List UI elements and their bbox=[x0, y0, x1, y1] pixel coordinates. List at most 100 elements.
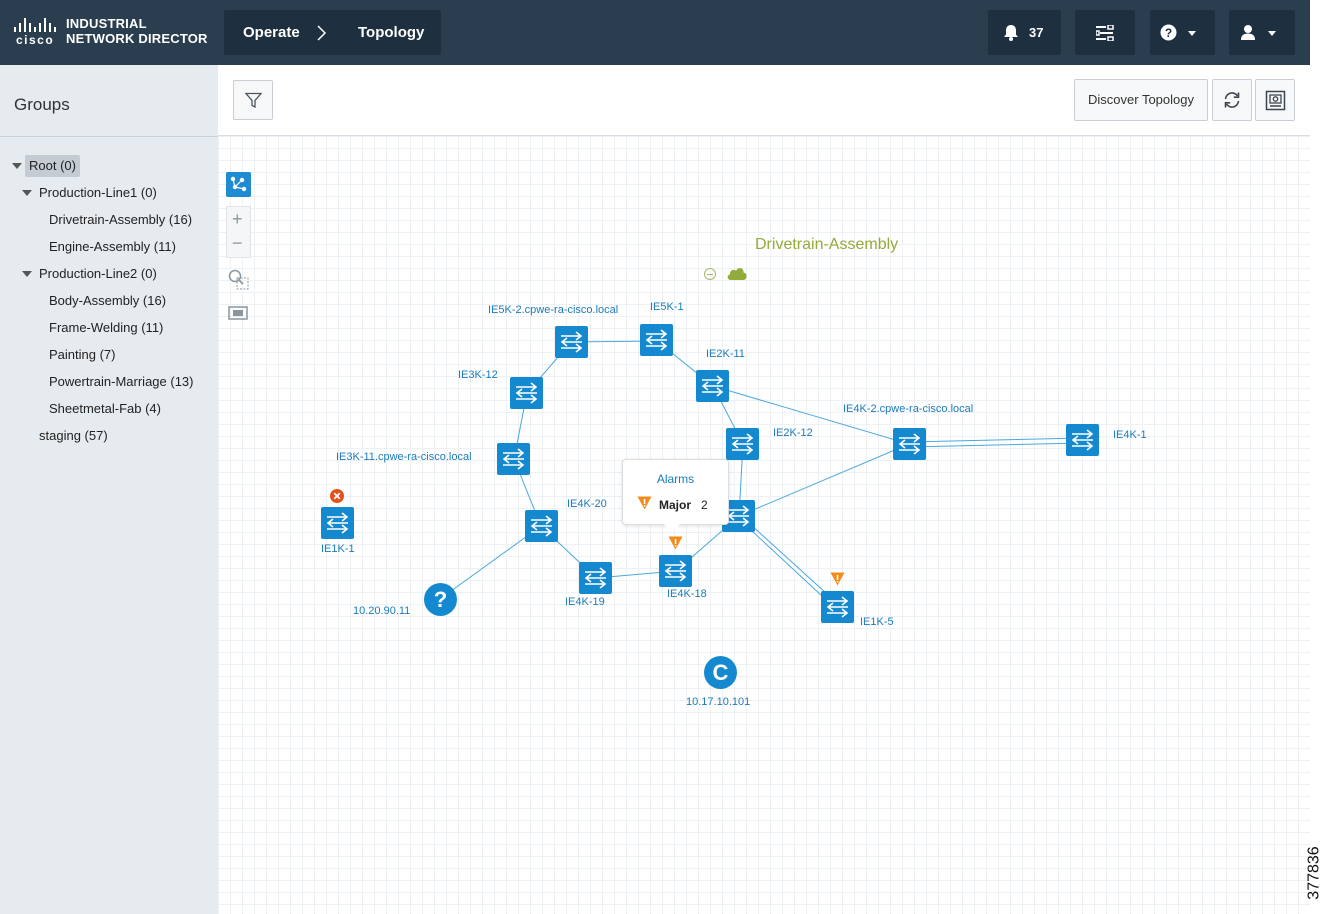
switch-icon bbox=[515, 382, 538, 404]
alarms-button[interactable]: 37 bbox=[988, 10, 1061, 55]
switch-node-ie4k20[interactable] bbox=[525, 510, 558, 542]
filter-icon bbox=[245, 92, 262, 109]
switch-icon bbox=[560, 331, 583, 353]
switch-node-ie4k1[interactable] bbox=[1066, 424, 1099, 456]
zoom-out-button[interactable]: − bbox=[232, 233, 243, 253]
switch-node-ie1k1[interactable] bbox=[321, 507, 354, 539]
tree-item-label: Drivetrain-Assembly (16) bbox=[49, 212, 193, 227]
switch-node-ie5k1[interactable] bbox=[640, 324, 673, 356]
switch-icon bbox=[664, 560, 687, 582]
switch-icon bbox=[731, 433, 754, 455]
zoom-selection-icon[interactable] bbox=[227, 268, 249, 290]
switch-icon bbox=[826, 596, 849, 618]
tree-item-drivetrain-assembly[interactable]: Drivetrain-Assembly (16) bbox=[49, 209, 192, 231]
figure-code: 377836 bbox=[1306, 840, 1333, 910]
figure-code-text: 377836 bbox=[1305, 846, 1323, 900]
popup-pointer bbox=[664, 524, 680, 532]
user-menu-button[interactable] bbox=[1229, 10, 1295, 55]
help-icon: ? bbox=[1160, 24, 1177, 41]
fit-to-screen-icon[interactable] bbox=[227, 302, 249, 324]
brand-name: cisco bbox=[16, 33, 55, 47]
top-navigation-bar: cisco INDUSTRIAL NETWORK DIRECTOR Operat… bbox=[0, 0, 1310, 65]
breadcrumb-topology[interactable]: Topology bbox=[358, 24, 425, 41]
tree-item-label: Engine-Assembly (11) bbox=[49, 239, 176, 254]
major-alarm-icon[interactable] bbox=[830, 572, 845, 586]
node-label: IE2K-12 bbox=[773, 427, 813, 439]
caret-down-icon[interactable] bbox=[22, 190, 32, 196]
caret-down-icon[interactable] bbox=[12, 163, 22, 169]
topology-canvas[interactable]: + − Drivetrain-Assembly ? C IE5K-2.cpwe-… bbox=[218, 136, 1310, 914]
switch-node-ie4k2[interactable] bbox=[893, 428, 926, 460]
switch-icon bbox=[502, 448, 525, 470]
switch-node-ie4k19[interactable] bbox=[579, 562, 612, 594]
tree-item-painting[interactable]: Painting (7) bbox=[49, 344, 115, 366]
node-label: IE5K-1 bbox=[650, 301, 684, 313]
switch-node-ie2k12[interactable] bbox=[726, 428, 759, 460]
switch-icon bbox=[701, 375, 724, 397]
alarms-popup: Alarms Major 2 bbox=[622, 459, 729, 525]
sidebar-title: Groups bbox=[14, 95, 70, 114]
discover-topology-button[interactable]: Discover Topology bbox=[1074, 79, 1208, 121]
switch-icon bbox=[727, 505, 750, 527]
tree-item-frame-welding[interactable]: Frame-Welding (11) bbox=[49, 317, 163, 339]
major-alarm-icon bbox=[637, 496, 652, 510]
switch-icon bbox=[326, 512, 349, 534]
layout-button[interactable] bbox=[226, 172, 251, 197]
tree-item-label: Sheetmetal-Fab (4) bbox=[49, 401, 161, 416]
breadcrumb-operate[interactable]: Operate bbox=[243, 24, 300, 41]
node-label: IE4K-20 bbox=[567, 498, 607, 510]
divider bbox=[0, 136, 218, 137]
popup-title: Alarms bbox=[656, 472, 695, 486]
switch-icon bbox=[898, 433, 921, 455]
controller-device-icon[interactable]: C bbox=[704, 656, 737, 689]
tree-item-powertrain-marriage[interactable]: Powertrain-Marriage (13) bbox=[49, 371, 194, 393]
snapshot-button[interactable] bbox=[1255, 79, 1295, 121]
major-alarm-icon[interactable] bbox=[668, 536, 683, 550]
help-button[interactable]: ? bbox=[1150, 10, 1215, 55]
switch-node-ie2k11[interactable] bbox=[696, 370, 729, 402]
tree-item-label: Painting (7) bbox=[49, 347, 116, 362]
switch-icon bbox=[1071, 429, 1094, 451]
chevron-down-icon bbox=[1268, 31, 1276, 36]
cloud-icon bbox=[727, 268, 747, 280]
unknown-device-icon[interactable]: ? bbox=[424, 583, 457, 616]
tree-item-engine-assembly[interactable]: Engine-Assembly (11) bbox=[49, 236, 176, 258]
alarm-severity[interactable]: Major bbox=[659, 498, 692, 512]
tasks-button[interactable] bbox=[1075, 10, 1135, 55]
switch-node-ie1k5[interactable] bbox=[821, 591, 854, 623]
groups-sidebar: Groups Root (0) Production-Line1 (0) Dri… bbox=[0, 65, 218, 914]
node-label: IE4K-2.cpwe-ra-cisco.local bbox=[843, 403, 974, 415]
caret-down-icon[interactable] bbox=[22, 271, 32, 277]
refresh-button[interactable] bbox=[1212, 79, 1252, 121]
topology-toolbar: Discover Topology bbox=[218, 65, 1310, 136]
snapshot-icon bbox=[1265, 90, 1286, 111]
chevron-right-icon bbox=[317, 25, 327, 41]
user-icon bbox=[1241, 25, 1255, 40]
switch-icon bbox=[645, 329, 668, 351]
zoom-in-button[interactable]: + bbox=[232, 209, 243, 229]
node-label: IE1K-1 bbox=[321, 543, 355, 555]
filter-button[interactable] bbox=[233, 80, 273, 120]
bell-icon bbox=[1004, 25, 1018, 41]
tree-item-label: Root (0) bbox=[25, 155, 80, 177]
node-label: IE1K-5 bbox=[860, 616, 894, 628]
switch-node-ie4k18[interactable] bbox=[659, 555, 692, 587]
switch-node-ie5k2[interactable] bbox=[555, 326, 588, 358]
tree-item-body-assembly[interactable]: Body-Assembly (16) bbox=[49, 290, 166, 312]
node-label: IE2K-11 bbox=[706, 348, 745, 360]
switch-node-ie3k11[interactable] bbox=[497, 443, 530, 475]
collapse-group-icon[interactable] bbox=[704, 268, 716, 280]
tree-item-sheetmetal-fab[interactable]: Sheetmetal-Fab (4) bbox=[49, 398, 161, 420]
tree-item-label: Production-Line1 (0) bbox=[39, 185, 157, 200]
svg-text:?: ? bbox=[1165, 26, 1172, 40]
tree-item-label: staging (57) bbox=[39, 428, 108, 443]
tree-item-staging[interactable]: staging (57) bbox=[39, 425, 108, 447]
node-label: 10.20.90.11 bbox=[353, 605, 411, 617]
tree-item-label: Frame-Welding (11) bbox=[49, 320, 164, 335]
critical-alarm-icon[interactable] bbox=[330, 489, 344, 503]
node-label: IE3K-12 bbox=[458, 369, 498, 381]
switch-icon bbox=[584, 567, 607, 589]
node-label: 10.17.10.101 bbox=[686, 696, 751, 708]
switch-node-ie3k12[interactable] bbox=[510, 377, 543, 409]
node-label: IE4K-18 bbox=[667, 588, 707, 600]
